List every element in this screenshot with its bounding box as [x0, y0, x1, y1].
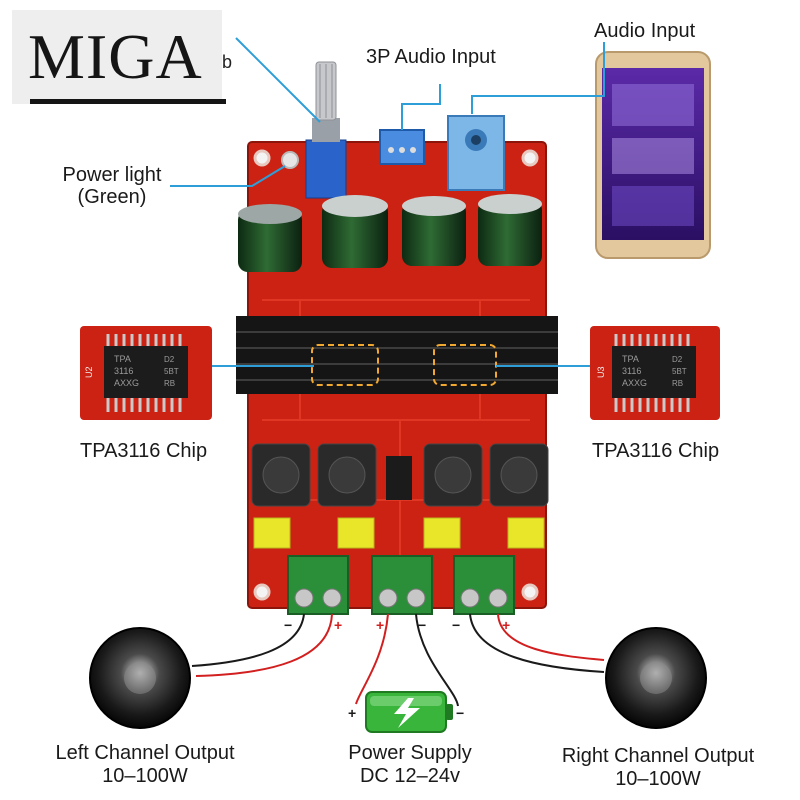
label-right-output: Right Channel Output — [561, 745, 755, 767]
audio-jack — [447, 115, 505, 191]
heatsink — [236, 316, 558, 394]
screw-terminals — [287, 555, 515, 615]
svg-text:+: + — [376, 617, 384, 633]
svg-text:TPA: TPA — [114, 354, 131, 364]
label-chip-right: TPA3116 Chip — [592, 440, 720, 462]
svg-text:D2: D2 — [672, 355, 683, 364]
label-chip-left: TPA3116 Chip — [80, 440, 208, 462]
label-power-supply-range: DC 12–24v — [359, 765, 461, 787]
battery-icon — [365, 691, 453, 733]
chip-designator-left: U2 — [84, 366, 94, 378]
label-power-light: Power light — [62, 164, 162, 186]
right-speaker — [605, 627, 707, 729]
3p-audio-connector — [379, 129, 425, 165]
terminal-power — [371, 555, 433, 615]
label-right-output-range: 10–100W — [615, 768, 701, 790]
cut-label: b — [222, 52, 233, 72]
label-left-output-range: 10–100W — [102, 765, 188, 787]
svg-text:5BT: 5BT — [164, 367, 179, 376]
svg-text:−: − — [418, 617, 426, 633]
svg-text:RB: RB — [672, 379, 683, 388]
svg-text:−: − — [452, 617, 460, 633]
svg-text:+: + — [334, 617, 342, 633]
polarity-marks: − + + − − + + − — [284, 617, 510, 721]
logo-text: MIGA — [28, 21, 203, 92]
svg-text:RB: RB — [164, 379, 175, 388]
capacitors — [238, 194, 542, 272]
chip-zoom-right: U3 TPA 3116 AXXG D2 5BT RB — [590, 326, 720, 420]
svg-text:5BT: 5BT — [672, 367, 687, 376]
svg-text:−: − — [456, 705, 464, 721]
svg-text:3116: 3116 — [114, 366, 133, 376]
svg-text:−: − — [284, 617, 292, 633]
terminal-right — [453, 555, 515, 615]
svg-text:D2: D2 — [164, 355, 175, 364]
volume-knob — [305, 61, 347, 199]
phone-image — [595, 51, 711, 259]
inductors — [251, 443, 549, 507]
chip-designator-right: U3 — [596, 366, 606, 378]
terminal-left — [287, 555, 349, 615]
power-led — [281, 151, 299, 169]
chip-zoom-left: U2 TPA 3116 AXXG D2 5BT RB — [80, 326, 212, 420]
label-audio-input: Audio Input — [594, 20, 696, 42]
svg-text:AXXG: AXXG — [622, 378, 647, 388]
svg-text:3116: 3116 — [622, 366, 641, 376]
film-capacitors — [253, 517, 545, 549]
svg-text:TPA: TPA — [622, 354, 639, 364]
lightning-icon — [394, 698, 420, 728]
label-3p-audio-input: 3P Audio Input — [366, 46, 496, 68]
label-power-supply: Power Supply — [348, 742, 472, 764]
logo-underline — [30, 99, 226, 104]
label-left-output: Left Channel Output — [55, 742, 235, 764]
left-speaker — [89, 627, 191, 729]
logo-box: MIGA — [12, 10, 226, 104]
svg-text:+: + — [502, 617, 510, 633]
callout-lines — [170, 37, 605, 367]
label-power-light-color: (Green) — [77, 186, 147, 208]
wires — [191, 613, 605, 707]
svg-text:AXXG: AXXG — [114, 378, 139, 388]
svg-text:+: + — [348, 705, 356, 721]
